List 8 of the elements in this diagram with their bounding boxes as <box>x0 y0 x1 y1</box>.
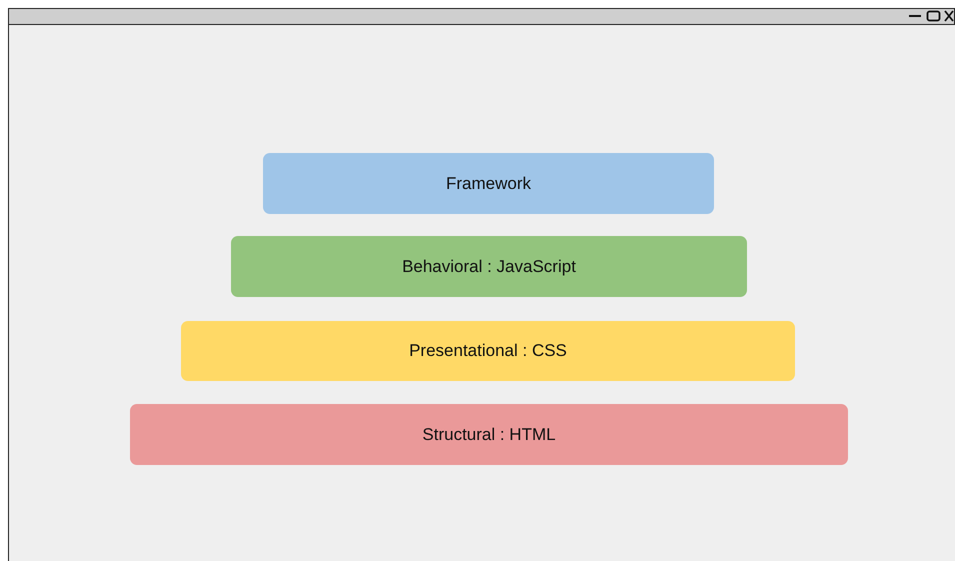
layer-label: Framework <box>446 174 531 194</box>
layer-label: Presentational : CSS <box>409 341 567 361</box>
layer-box <box>263 153 714 214</box>
layer-label: Structural : HTML <box>422 424 556 444</box>
layer-label: Behavioral : JavaScript <box>402 256 576 276</box>
layer-box <box>130 404 848 465</box>
layer-box <box>231 236 747 297</box>
layer-box <box>181 321 795 381</box>
